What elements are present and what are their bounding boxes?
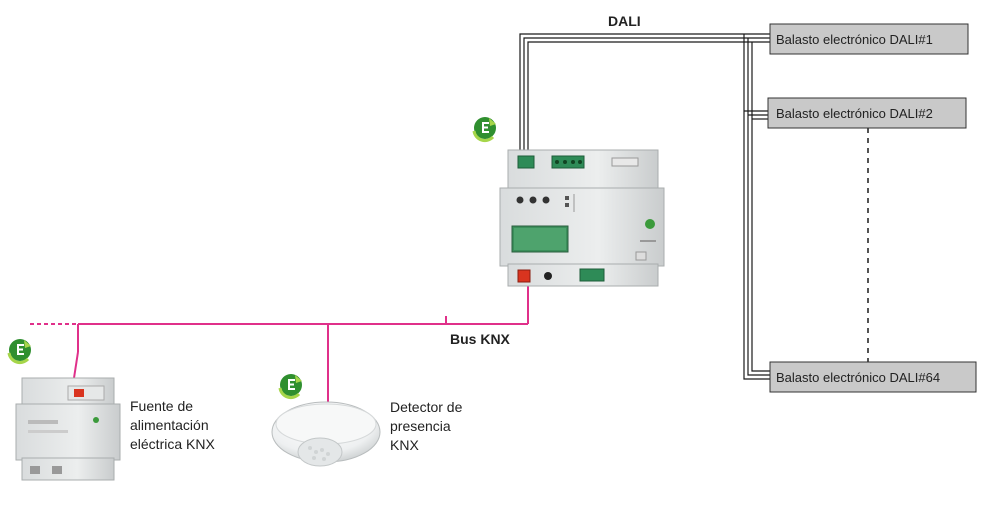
presence-detector-device — [271, 401, 381, 467]
dali-label: DALI — [608, 13, 641, 29]
detector-label-line1: Detector de — [390, 399, 463, 415]
ballast-64: Balasto electrónico DALI#64 — [769, 361, 977, 393]
bus-knx-label: Bus KNX — [450, 331, 511, 347]
eco-badge-icon — [278, 372, 304, 400]
eco-badge-icon — [472, 115, 498, 143]
detector-label-line3: KNX — [390, 437, 419, 453]
dali-gateway-device — [499, 149, 665, 287]
power-supply-label-line3: eléctrica KNX — [130, 436, 215, 452]
eco-badge-icon — [7, 337, 33, 365]
ballast-2-label: Balasto electrónico DALI#2 — [776, 106, 933, 121]
power-supply-label-line1: Fuente de — [130, 398, 193, 414]
power-supply-device — [15, 377, 121, 481]
ballast-64-label: Balasto electrónico DALI#64 — [776, 370, 940, 385]
ballast-1: Balasto electrónico DALI#1 — [769, 23, 969, 55]
knx-bus — [30, 282, 529, 408]
detector-label-line2: presencia — [390, 418, 451, 434]
power-supply-label-line2: alimentación — [130, 417, 209, 433]
ballast-1-label: Balasto electrónico DALI#1 — [776, 32, 933, 47]
ballast-2: Balasto electrónico DALI#2 — [767, 97, 967, 129]
dali-bus-lines — [519, 33, 770, 380]
